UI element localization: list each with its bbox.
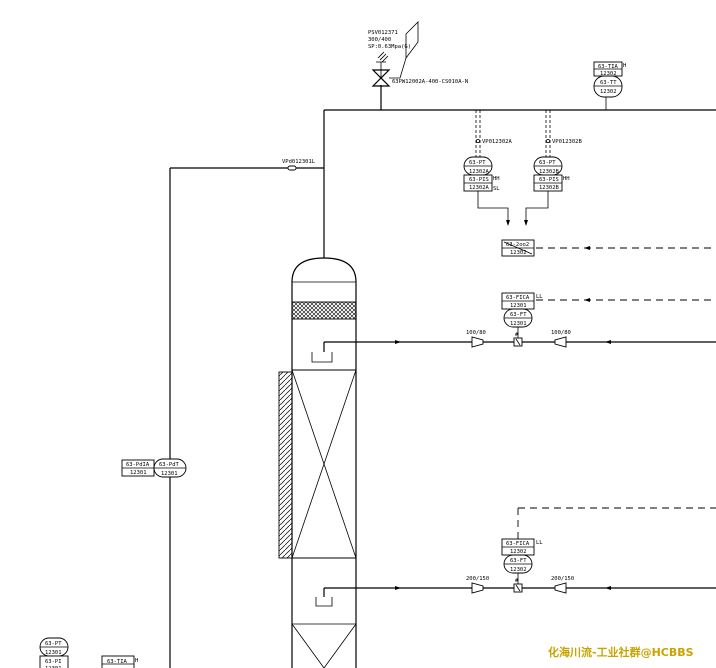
psv-line-number: 63PW12002A-400-CS010A-N	[392, 79, 468, 85]
psv-size: 300/400	[368, 37, 391, 43]
upper-reducer-right: 100/80	[551, 330, 571, 336]
safety-valve: PSV012371 300/400 SP:0.63Mpa(G) 63PW1200…	[368, 21, 468, 87]
lower-distributor	[315, 597, 333, 607]
tia-number: 12302	[600, 71, 617, 77]
fica-1-number: 12301	[510, 303, 527, 309]
psv-tag: PSV012371	[368, 30, 398, 36]
vent-a-label: VP012302A	[482, 139, 512, 145]
tia-tag: 63-TIA	[598, 64, 619, 70]
pis-a-flag-sl: SL	[493, 186, 500, 192]
lower-reducer-left: 200/150	[466, 576, 489, 582]
pt-1-tag: 63-PT	[45, 641, 62, 647]
demister-pad	[291, 301, 357, 320]
pdia-tag: 63-PdIA	[126, 462, 150, 468]
pt-a-tag: 63-PT	[469, 160, 486, 166]
vent-b-label: VP012302B	[552, 139, 582, 145]
ft-1-number: 12301	[510, 321, 527, 327]
signal-lines-2oo2	[477, 191, 716, 250]
pt-1-number: 12301	[45, 650, 62, 656]
tt-number: 12302	[600, 89, 617, 95]
upper-flow-mark: #	[515, 332, 519, 338]
pressure-taps: VP012302A VP012302B	[475, 110, 582, 157]
pis-b-number: 12302B	[539, 185, 560, 191]
fica-1-flag: LL	[536, 294, 543, 300]
selector-tag: 63-2oo2	[506, 242, 529, 248]
pi-1-number: 12301	[45, 666, 62, 668]
selector-number: 12302	[510, 250, 527, 256]
column-insulation	[278, 371, 293, 559]
pt-b-number: 12302B	[539, 169, 560, 175]
instrument-pt-12301[interactable]: 63-PT 12301 63-PI 12301	[39, 637, 69, 668]
column-vessel	[278, 257, 357, 668]
pis-b-tag: 63-PIS	[539, 177, 559, 183]
fica-2-tag: 63-FICA	[506, 541, 530, 547]
pi-1-tag: 63-PI	[45, 659, 62, 665]
instrument-tia-bottom[interactable]: 63-TIA H	[101, 655, 138, 668]
upper-distributor	[311, 352, 333, 363]
instrument-fica-12301[interactable]: 63-FICA 12301 63-FT 12301 LL	[501, 292, 543, 328]
instrument-tia-12302[interactable]: 63-TIA 12302 63-TT 12302 H	[593, 61, 626, 98]
instrument-pt-12302a[interactable]: 63-PT 12302A 63-PIS 12302A HH SL	[463, 156, 500, 192]
process-piping	[169, 85, 716, 668]
logic-2oo2-12302[interactable]: 63-2oo2 12302	[501, 239, 535, 257]
purge-connection: VPd012301L	[282, 159, 316, 171]
ft-2-tag: 63-FT	[510, 558, 527, 564]
lower-flow-mark: #	[515, 578, 519, 584]
lower-flow-element: 200/150 200/150 #	[466, 507, 716, 594]
watermark-text: 化海川流-工业社群@HCBBS	[548, 645, 694, 659]
tt-tag: 63-TT	[600, 80, 617, 86]
pdia-number: 12301	[130, 470, 147, 476]
fica-2-number: 12302	[510, 549, 527, 555]
fica-1-tag: 63-FICA	[506, 295, 530, 301]
pt-a-number: 12302A	[469, 169, 490, 175]
pis-a-number: 12302A	[469, 185, 490, 191]
tia-bottom-flag: H	[135, 658, 138, 664]
fica-2-flag: LL	[536, 540, 543, 546]
pdt-tag: 63-PdT	[159, 462, 180, 468]
instrument-fica-12302[interactable]: 63-FICA 12302 63-FT 12302 LL	[501, 538, 543, 574]
pis-b-flag-hh: HH	[563, 176, 570, 182]
tia-alarm-flag: H	[623, 63, 626, 69]
tia-bottom-tag: 63-TIA	[107, 659, 128, 665]
ft-1-tag: 63-FT	[510, 312, 527, 318]
upper-reducer-left: 100/80	[466, 330, 486, 336]
psv-setpoint: SP:0.63Mpa(G)	[368, 44, 411, 50]
pis-a-tag: 63-PIS	[469, 177, 489, 183]
ft-2-number: 12302	[510, 567, 527, 573]
pis-a-flag-hh: HH	[493, 176, 500, 182]
instrument-pdia-12301[interactable]: 63-PdIA 12301 63-PdT 12301	[121, 458, 187, 478]
purge-valve-label: VPd012301L	[282, 159, 316, 165]
pdt-number: 12301	[161, 471, 178, 477]
lower-reducer-right: 200/150	[551, 576, 574, 582]
upper-flow-element: 100/80 100/80 #	[466, 298, 716, 348]
pt-b-tag: 63-PT	[539, 160, 556, 166]
instrument-pt-12302b[interactable]: 63-PT 12302B 63-PIS 12302B HH	[533, 156, 570, 192]
